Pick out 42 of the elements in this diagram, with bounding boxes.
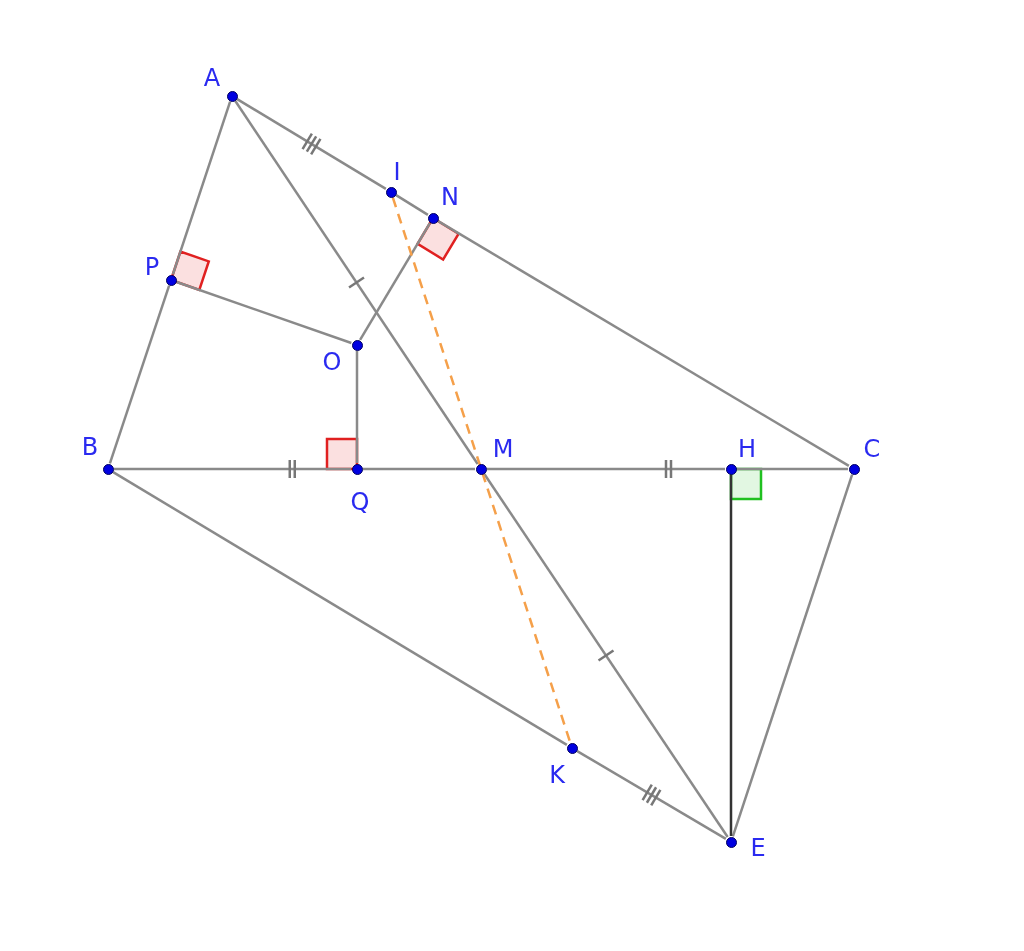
point-dot (165, 274, 177, 286)
point-dot (102, 463, 114, 475)
line-segment (576, 749, 727, 841)
point-dot (725, 836, 737, 848)
line-segment (112, 471, 568, 746)
point-label: O (322, 350, 342, 374)
line-segment (359, 222, 431, 341)
line-segment (737, 467, 848, 471)
point-dot (848, 463, 860, 475)
point-label: K (549, 763, 565, 787)
line-segment (355, 351, 359, 463)
line-segment (171, 101, 232, 275)
point-dot (351, 339, 363, 351)
line-segment (236, 98, 387, 190)
point-dot (351, 463, 363, 475)
point-label: C (863, 437, 881, 461)
point-label: I (393, 160, 401, 184)
line-segment (487, 467, 725, 471)
point-dot (385, 186, 397, 198)
point-label: N (441, 185, 459, 209)
point-label: E (750, 836, 766, 860)
point-label: B (81, 435, 99, 459)
line-segment (437, 220, 850, 467)
line-segment (363, 467, 475, 471)
line-segment (731, 474, 854, 837)
line-segment (391, 197, 572, 743)
point-dot (427, 212, 439, 224)
point-dot (475, 463, 487, 475)
line-segment (108, 285, 171, 464)
point-label: P (144, 255, 160, 279)
point-label: Q (350, 490, 370, 514)
line-segment (234, 100, 479, 465)
point-label: A (203, 66, 221, 90)
line-segment (483, 473, 729, 838)
line-segment (729, 475, 733, 836)
point-label: M (492, 437, 514, 461)
line-segment (395, 194, 429, 216)
point-dot (226, 90, 238, 102)
point-dot (725, 463, 737, 475)
point-dot (566, 742, 578, 754)
point-label: H (738, 437, 756, 461)
line-segment (114, 467, 351, 471)
